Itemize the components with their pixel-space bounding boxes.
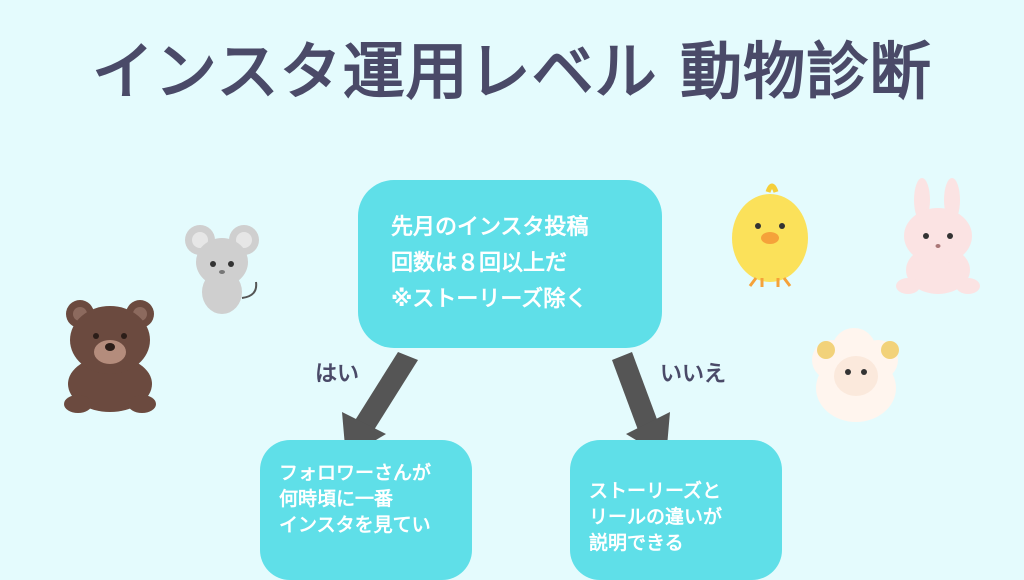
no-question-line: 説明できる <box>589 532 684 554</box>
rabbit-icon <box>896 178 980 294</box>
sheep-icon <box>812 328 899 422</box>
mouse-icon <box>185 225 259 314</box>
yes-question-line: インスタを見てい <box>279 514 431 536</box>
yes-question-line: 何時頃に一番 <box>279 488 394 510</box>
question-line: ※ストーリーズ除く <box>391 287 588 312</box>
yes-question-node: フォロワーさんが 何時頃に一番 インスタを見てい <box>260 440 472 580</box>
branch-label-no: いいえ <box>660 362 727 387</box>
question-node: 先月のインスタ投稿 回数は８回以上だ ※ストーリーズ除く <box>358 180 662 348</box>
question-line: 先月のインスタ投稿 <box>391 215 589 240</box>
no-question-node: ストーリーズと リールの違いが 説明できる <box>570 440 782 580</box>
branch-label-yes: はい <box>315 362 360 387</box>
yes-question-line: フォロワーさんが <box>279 462 432 484</box>
diagram-art <box>64 178 980 458</box>
chick-icon <box>732 183 808 287</box>
no-question-line: ストーリーズと <box>589 480 722 502</box>
no-question-line: リールの違いが <box>589 506 723 528</box>
page-title: インスタ運用レベル 動物診断 <box>91 35 933 108</box>
bear-icon <box>64 300 156 413</box>
question-line: 回数は８回以上だ <box>391 251 568 276</box>
